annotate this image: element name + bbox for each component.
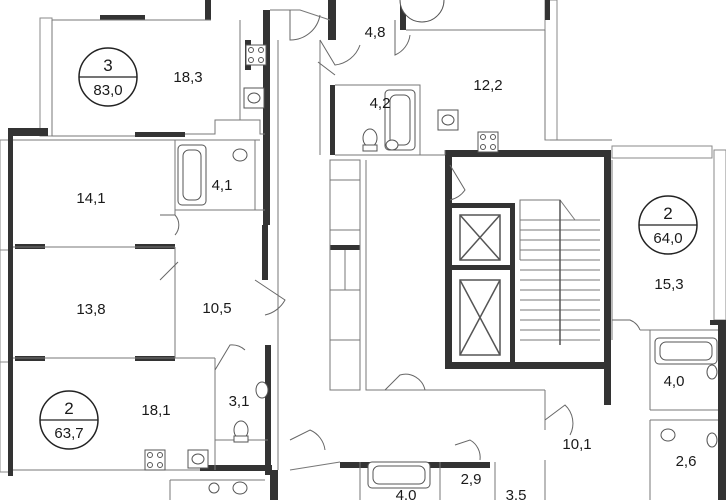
room-area-label: 18,1 (141, 402, 170, 419)
toilet (232, 481, 248, 495)
room-area-label: 3,1 (229, 393, 250, 410)
stand-pipe (399, 0, 445, 23)
sink (385, 139, 399, 151)
partitions (13, 9, 718, 500)
sink (208, 482, 220, 494)
apartment-area: 83,0 (93, 82, 122, 99)
room-area-label: 2,9 (461, 471, 482, 488)
apartment-number: 3 (103, 56, 112, 75)
apartment-number: 2 (64, 399, 73, 418)
room-area-label: 4,2 (370, 95, 391, 112)
stove (144, 449, 166, 471)
room-area-label: 10,1 (562, 436, 591, 453)
toilet (232, 148, 248, 162)
room-area-label: 4,0 (396, 487, 417, 500)
sink (706, 364, 718, 380)
apartment-area: 63,7 (54, 425, 83, 442)
room-labels: 4,8 18,3 4,2 12,2 14,1 4,1 15,3 13,8 10,… (76, 24, 696, 500)
apartment-number: 2 (663, 204, 672, 223)
room-area-label: 15,3 (654, 276, 683, 293)
apartment-area: 64,0 (653, 230, 682, 247)
room-area-label: 4,0 (664, 373, 685, 390)
room-area-label: 14,1 (76, 190, 105, 207)
stove (477, 131, 499, 153)
apartment-badge-2-right: 2 64,0 (638, 195, 698, 255)
room-area-label: 12,2 (473, 77, 502, 94)
room-area-label: 3,5 (506, 487, 527, 500)
room-area-label: 4,1 (212, 177, 233, 194)
apartment-badge-3: 3 83,0 (78, 47, 138, 107)
sink (255, 381, 269, 399)
room-area-label: 4,8 (365, 24, 386, 41)
room-area-label: 13,8 (76, 301, 105, 318)
door-swings (159, 10, 641, 461)
stove (245, 44, 267, 66)
toilet (660, 428, 676, 442)
room-area-label: 10,5 (202, 300, 231, 317)
apartment-badge-2-left: 2 63,7 (39, 390, 99, 450)
room-area-label: 2,6 (676, 453, 697, 470)
toilet (362, 128, 378, 148)
sink (706, 432, 718, 448)
staircase (519, 199, 600, 345)
lift-shafts (459, 214, 501, 356)
room-area-label: 18,3 (173, 69, 202, 86)
fixtures (144, 0, 718, 495)
